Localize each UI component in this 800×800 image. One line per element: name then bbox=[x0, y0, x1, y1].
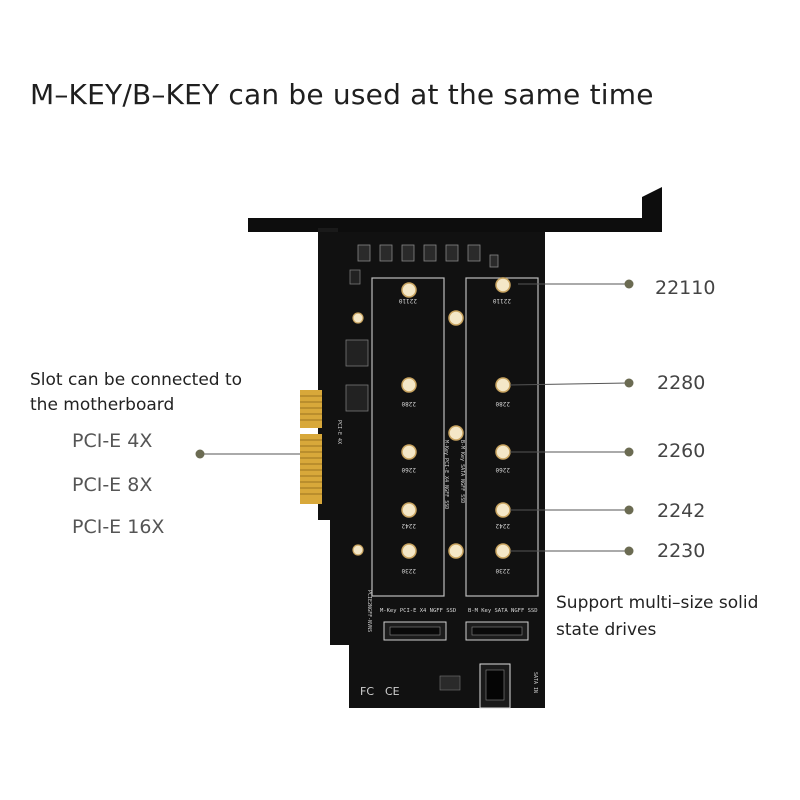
callout-dot-22110 bbox=[624, 279, 634, 289]
pci-option-16x: PCI-E 16X bbox=[72, 516, 165, 538]
callout-line-2280 bbox=[509, 382, 629, 386]
svg-text:PCI-E 4X: PCI-E 4X bbox=[336, 420, 342, 444]
pci-option-8x: PCI-E 8X bbox=[72, 474, 153, 496]
size-label-2230: 2230 bbox=[657, 540, 706, 562]
bottom-components: FC CE bbox=[360, 663, 511, 709]
size-label-22110: 22110 bbox=[655, 277, 716, 299]
svg-text:SATA IN: SATA IN bbox=[532, 672, 538, 693]
svg-text:2280: 2280 bbox=[401, 400, 416, 407]
headline: M–KEY/B–KEY can be used at the same time bbox=[30, 78, 654, 111]
svg-text:2280: 2280 bbox=[495, 400, 510, 407]
svg-text:2230: 2230 bbox=[401, 567, 416, 574]
callouts bbox=[201, 283, 629, 552]
pci-option-4x: PCI-E 4X bbox=[72, 430, 153, 452]
svg-text:2230: 2230 bbox=[495, 567, 510, 574]
callout-dots bbox=[195, 279, 634, 556]
svg-text:B-M Key SATA NGFF SSD: B-M Key SATA NGFF SSD bbox=[459, 440, 465, 503]
svg-text:M-Key PCI-E X4 NGFF SSD: M-Key PCI-E X4 NGFF SSD bbox=[380, 608, 456, 614]
pcb-chips bbox=[345, 269, 369, 412]
callout-dot-2230 bbox=[624, 546, 634, 556]
svg-text:2260: 2260 bbox=[495, 466, 510, 473]
svg-text:CE: CE bbox=[385, 685, 400, 698]
callout-dot-2260 bbox=[624, 447, 634, 457]
svg-text:22110: 22110 bbox=[399, 297, 417, 304]
svg-text:B-M Key SATA NGFF SSD: B-M Key SATA NGFF SSD bbox=[468, 608, 538, 614]
svg-text:22110: 22110 bbox=[493, 297, 511, 304]
slot-note-line2: the motherboard bbox=[30, 395, 175, 415]
svg-text:M-Key PCI-E X4 NGFF SSD: M-Key PCI-E X4 NGFF SSD bbox=[443, 440, 449, 509]
pcb-board bbox=[318, 232, 545, 708]
top-components bbox=[357, 244, 499, 268]
svg-text:PCIE2NGFF-NVNS: PCIE2NGFF-NVNS bbox=[366, 590, 372, 632]
size-label-2260: 2260 bbox=[657, 440, 706, 462]
slot-note-line1: Slot can be connected to bbox=[30, 370, 243, 390]
callout-dot-2242 bbox=[624, 505, 634, 515]
support-note-line2: state drives bbox=[556, 620, 657, 640]
svg-text:2242: 2242 bbox=[401, 522, 416, 529]
svg-text:FC: FC bbox=[360, 685, 374, 698]
size-label-2280: 2280 bbox=[657, 372, 706, 394]
m2-connectors bbox=[383, 621, 529, 641]
mounting-holes bbox=[352, 277, 511, 559]
svg-text:2242: 2242 bbox=[495, 522, 510, 529]
size-label-2242: 2242 bbox=[657, 500, 706, 522]
svg-text:2260: 2260 bbox=[401, 466, 416, 473]
gold-fingers bbox=[300, 390, 322, 504]
callout-dot-pci bbox=[195, 449, 205, 459]
pcb-silkscreen: 22110 22110 2280 2280 2260 2260 2242 224… bbox=[336, 297, 538, 693]
support-note-line1: Support multi–size solid bbox=[556, 593, 759, 613]
callout-dot-2280 bbox=[624, 378, 634, 388]
